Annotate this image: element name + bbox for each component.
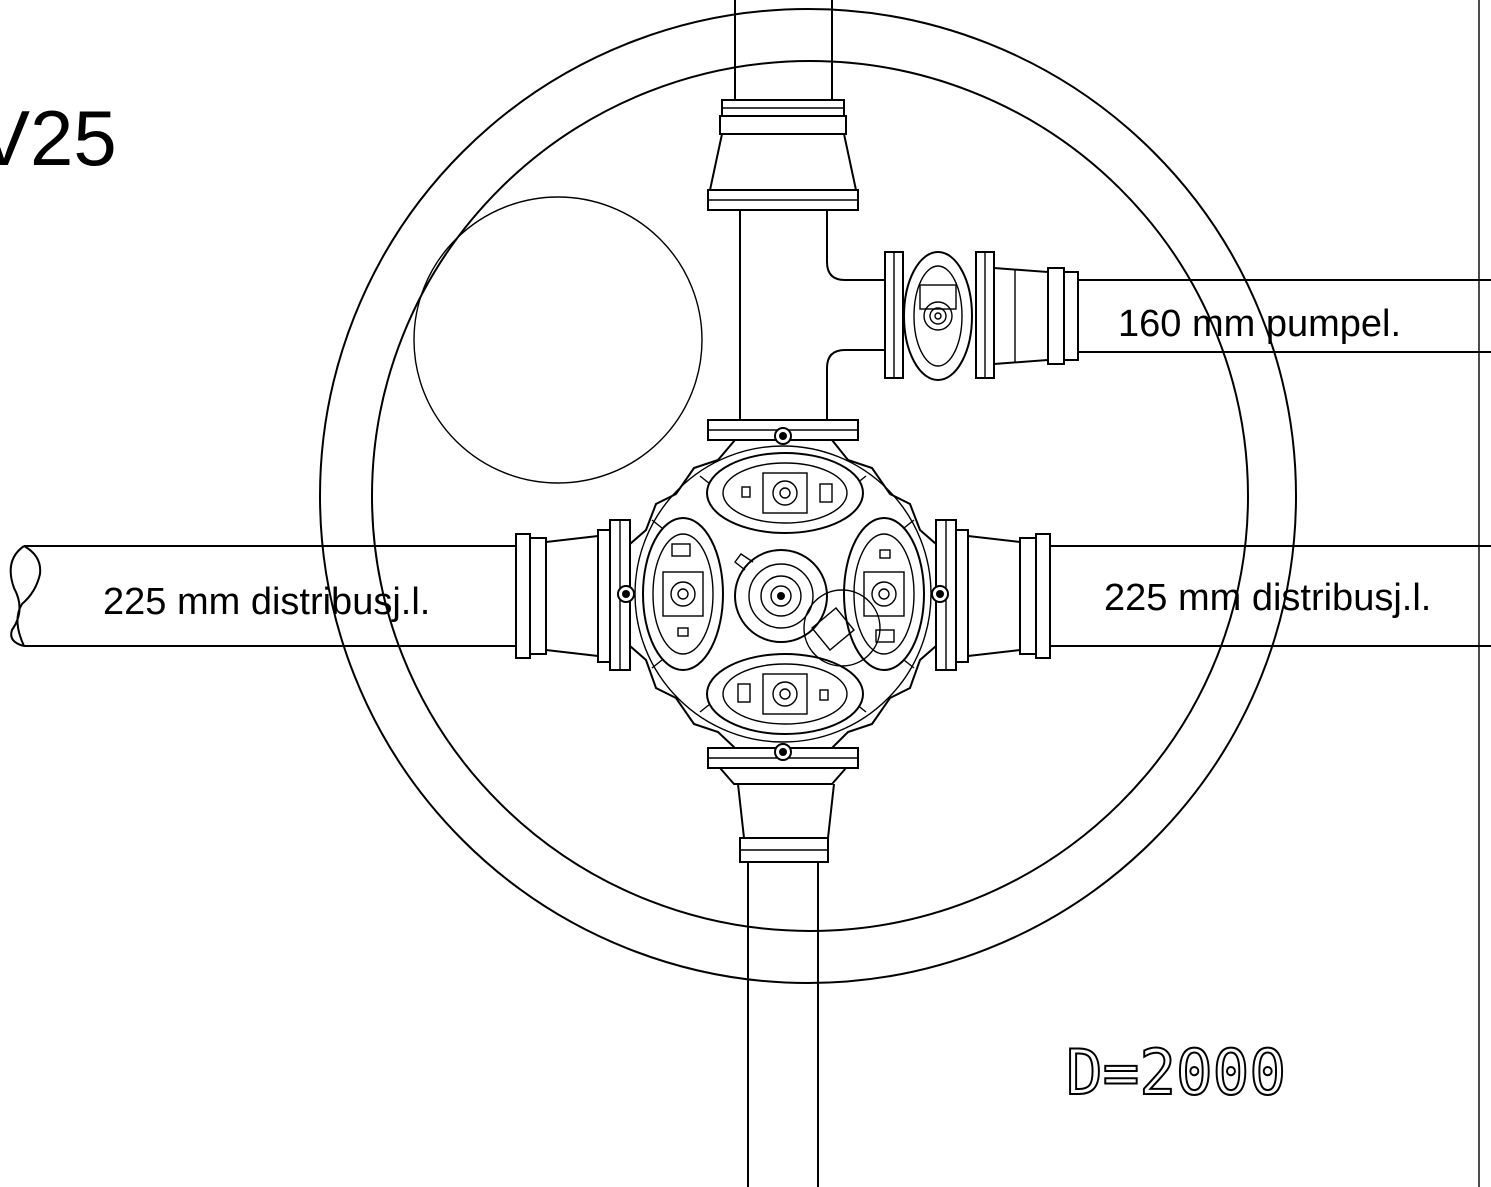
right-distribution-pipe <box>935 519 1491 671</box>
chamber-outer-ring <box>319 8 1297 984</box>
chamber-inner-ring <box>371 60 1249 932</box>
access-opening <box>413 196 703 484</box>
left-distribution-label: 225 mm distribusj.l. <box>103 581 430 623</box>
pump-line-label: 160 mm pumpel. <box>1118 303 1401 345</box>
drawing-title: V25 <box>0 94 117 182</box>
right-distribution-label: 225 mm distribusj.l. <box>1104 577 1431 619</box>
diameter-label: D=2000 <box>1066 1036 1286 1109</box>
centre-hub <box>734 549 881 667</box>
left-actuator <box>617 517 724 671</box>
central-valve-body <box>617 427 949 761</box>
top-actuator <box>706 427 864 534</box>
bottom-pipe <box>707 747 859 1187</box>
pump-line-branch <box>884 251 1491 381</box>
top-pipe <box>707 0 885 441</box>
right-actuator <box>843 517 949 671</box>
bottom-actuator <box>706 653 864 761</box>
chamber-rings <box>319 8 1297 984</box>
